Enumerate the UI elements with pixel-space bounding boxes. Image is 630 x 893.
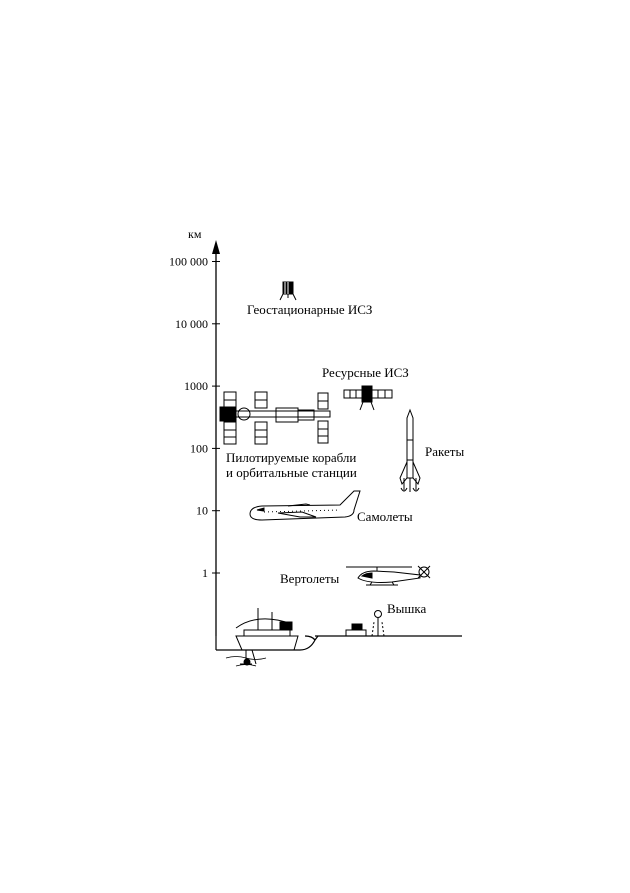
rocket-label: Ракеты [425,444,464,459]
altitude-axis [212,240,220,636]
geostationary-satellite-icon [279,281,297,301]
axis-arrow [212,240,220,254]
axis-tick-label: 10 000 [175,317,208,331]
airplane-icon [249,490,361,521]
helicopter-label: Вертолеты [280,571,340,586]
axis-tick-label: 1000 [184,379,208,393]
tower-label: Вышка [387,601,427,616]
axis-tick-label: 100 000 [169,255,208,269]
resource-satellite-label: Ресурсные ИСЗ [322,365,409,380]
geostationary-label: Геостационарные ИСЗ [247,302,372,317]
tower-icon [345,610,385,637]
space-station-icon [219,391,331,445]
axis-tick-label: 1 [202,566,208,580]
airplane-label: Самолеты [357,509,413,524]
rocket-icon [399,408,421,492]
axis-tick-label: 10 [196,504,208,518]
ground-line [215,635,462,667]
ship-icon [235,608,299,666]
crewed-label-line2: и орбитальные станции [226,465,357,480]
helicopter-icon [346,565,431,586]
axis-tick-label: 100 [190,441,208,455]
axis-unit-label: км [188,227,202,241]
resource-satellite-icon [343,385,393,411]
crewed-label-line1: Пилотируемые корабли [226,450,356,465]
axis-ticks: 100 000 10 000 1000 100 10 1 [169,255,220,580]
